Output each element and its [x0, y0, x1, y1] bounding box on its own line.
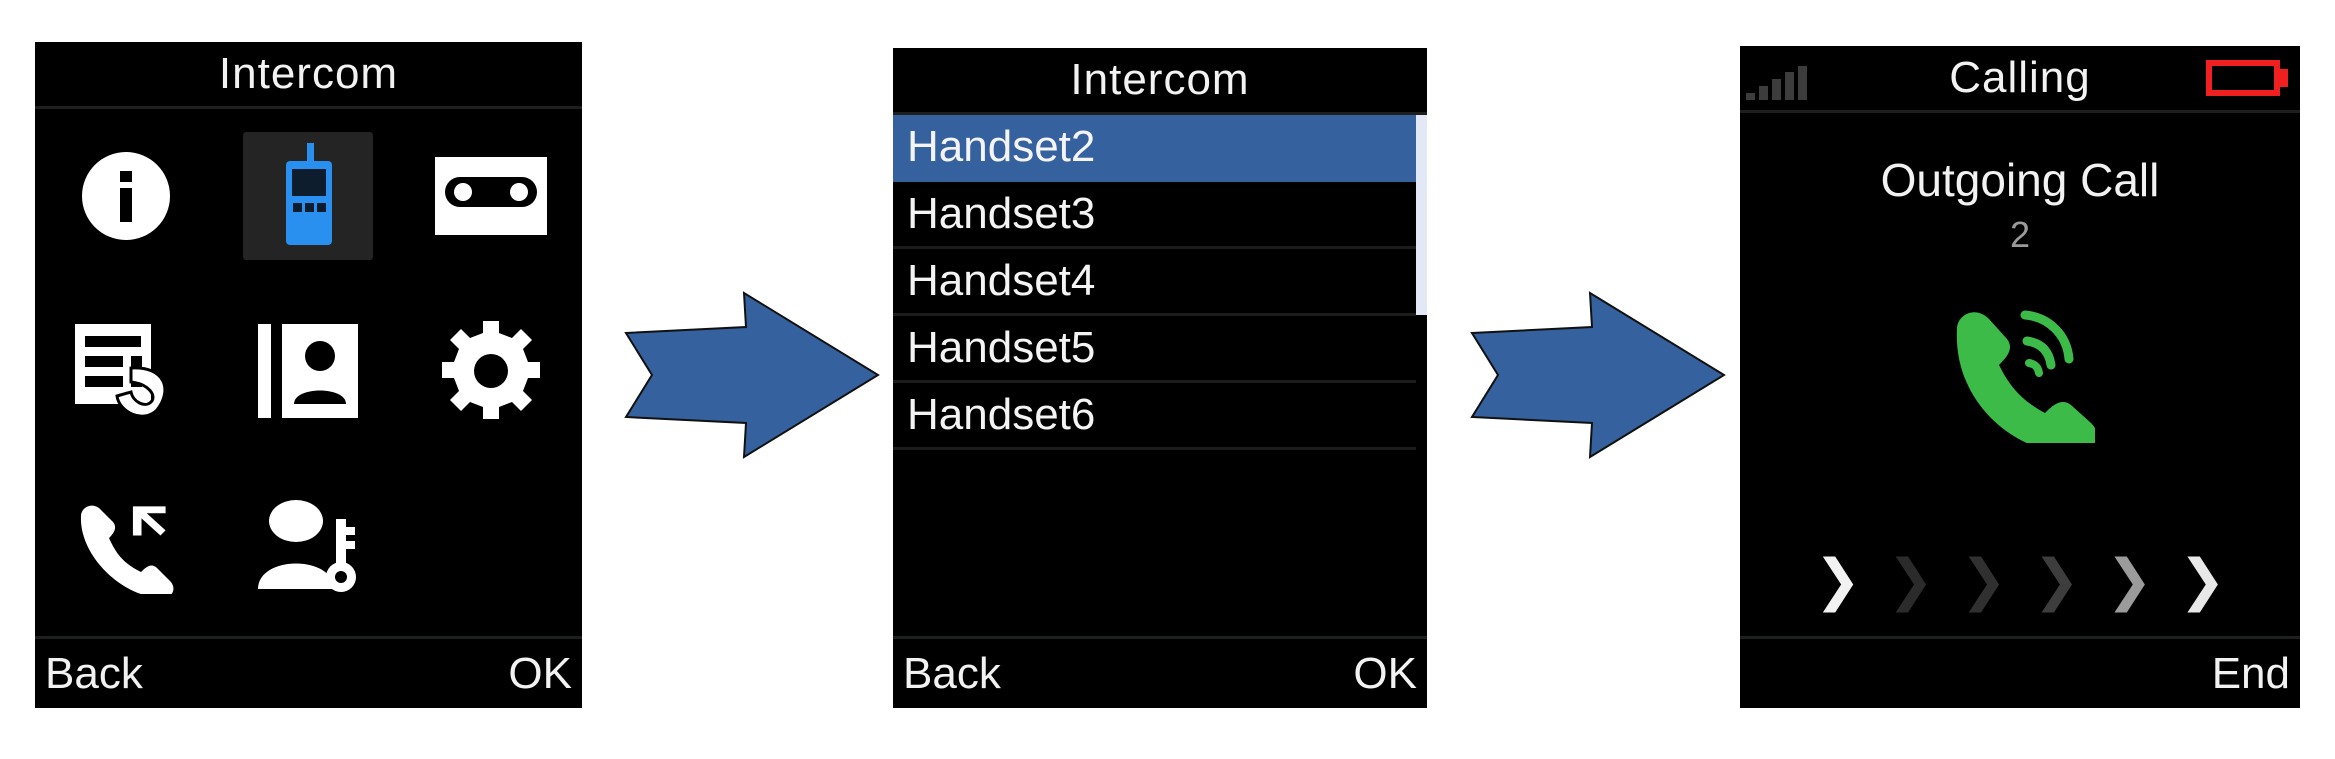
- calling-screen: Calling Outgoing Call 2 ❯ ❯ ❯ ❯ ❯ ❯ E: [1740, 46, 2300, 708]
- page-title: Intercom: [218, 49, 399, 98]
- list-item[interactable]: Handset4: [893, 249, 1427, 316]
- voicemail-icon: [434, 157, 547, 236]
- list-item[interactable]: Handset5: [893, 316, 1427, 383]
- chevron-6-icon: ❯: [2178, 548, 2226, 613]
- user-key-icon: [258, 499, 357, 592]
- menu-item-missed-calls[interactable]: [35, 458, 217, 633]
- handset-list-screen: Intercom Handset2 Handset3 Handset4 Hand…: [893, 48, 1427, 708]
- menu-item-info[interactable]: [35, 109, 217, 284]
- phone-ringing-icon: [1956, 310, 2095, 443]
- softkey-ok[interactable]: OK: [508, 648, 572, 698]
- call-log-icon: [75, 323, 167, 418]
- flow-arrow-1: [624, 291, 880, 459]
- chevron-5-icon: ❯: [2105, 548, 2153, 613]
- menu-softkey-bar: Back OK: [35, 636, 582, 708]
- handset-list[interactable]: Handset2 Handset3 Handset4 Handset5 Hand…: [893, 115, 1427, 633]
- chevron-3-icon: ❯: [1960, 548, 2007, 613]
- info-icon: [82, 152, 171, 241]
- call-icon-wrap: [1740, 303, 2300, 443]
- call-progress-chevrons: ❯ ❯ ❯ ❯ ❯ ❯: [1740, 553, 2300, 609]
- icon-grid: [35, 109, 582, 633]
- battery-body: [2206, 60, 2280, 96]
- list-item[interactable]: Handset2: [893, 115, 1427, 182]
- list-item-label: Handset6: [907, 390, 1096, 439]
- list-item[interactable]: Handset3: [893, 182, 1427, 249]
- softkey-back[interactable]: Back: [903, 648, 1001, 698]
- chevron-2-icon: ❯: [1887, 548, 1935, 613]
- walkie-talkie-icon: [286, 143, 333, 246]
- list-item-label: Handset3: [907, 189, 1096, 238]
- menu-title-bar: Intercom: [35, 42, 582, 109]
- page-title: Calling: [1949, 53, 2091, 102]
- menu-item-intercom[interactable]: [217, 109, 399, 284]
- menu-item-settings[interactable]: [400, 284, 582, 459]
- missed-call-icon: [81, 505, 174, 594]
- chevron-4-icon: ❯: [2033, 548, 2080, 613]
- battery-nub: [2280, 69, 2288, 87]
- list-item-label: Handset2: [907, 122, 1096, 171]
- battery-empty-icon: [2206, 60, 2290, 96]
- call-body: Outgoing Call 2 ❯ ❯ ❯ ❯ ❯ ❯: [1740, 113, 2300, 633]
- softkey-back[interactable]: Back: [45, 648, 143, 698]
- intercom-menu-screen: Intercom: [35, 42, 582, 708]
- settings-gear-icon: [441, 320, 540, 419]
- list-title-bar: Intercom: [893, 48, 1427, 115]
- contacts-icon: [258, 323, 359, 418]
- call-title-wrap: Calling: [1740, 46, 2300, 110]
- call-status-bar: Calling: [1740, 46, 2300, 113]
- chevron-1-icon: ❯: [1814, 548, 1862, 613]
- list-item[interactable]: Handset6: [893, 383, 1427, 450]
- list-item-label: Handset4: [907, 256, 1096, 305]
- scrollbar-thumb[interactable]: [1416, 115, 1427, 315]
- list-scrollbar[interactable]: [1416, 115, 1427, 633]
- softkey-end[interactable]: End: [2211, 648, 2290, 698]
- call-target-number: 2: [2009, 214, 2031, 255]
- menu-item-voicemail[interactable]: [400, 109, 582, 284]
- list-item-label: Handset5: [907, 323, 1096, 372]
- call-state-text: Outgoing Call: [1880, 154, 2160, 206]
- menu-item-registration[interactable]: [217, 458, 399, 633]
- list-softkey-bar: Back OK: [893, 636, 1427, 708]
- signal-bars-icon: [1746, 66, 1807, 100]
- menu-item-call-log[interactable]: [35, 284, 217, 459]
- flow-arrow-2: [1470, 291, 1726, 459]
- menu-item-contacts[interactable]: [217, 284, 399, 459]
- page-title: Intercom: [1070, 55, 1250, 104]
- softkey-ok[interactable]: OK: [1353, 648, 1417, 698]
- call-softkey-bar: End: [1740, 636, 2300, 708]
